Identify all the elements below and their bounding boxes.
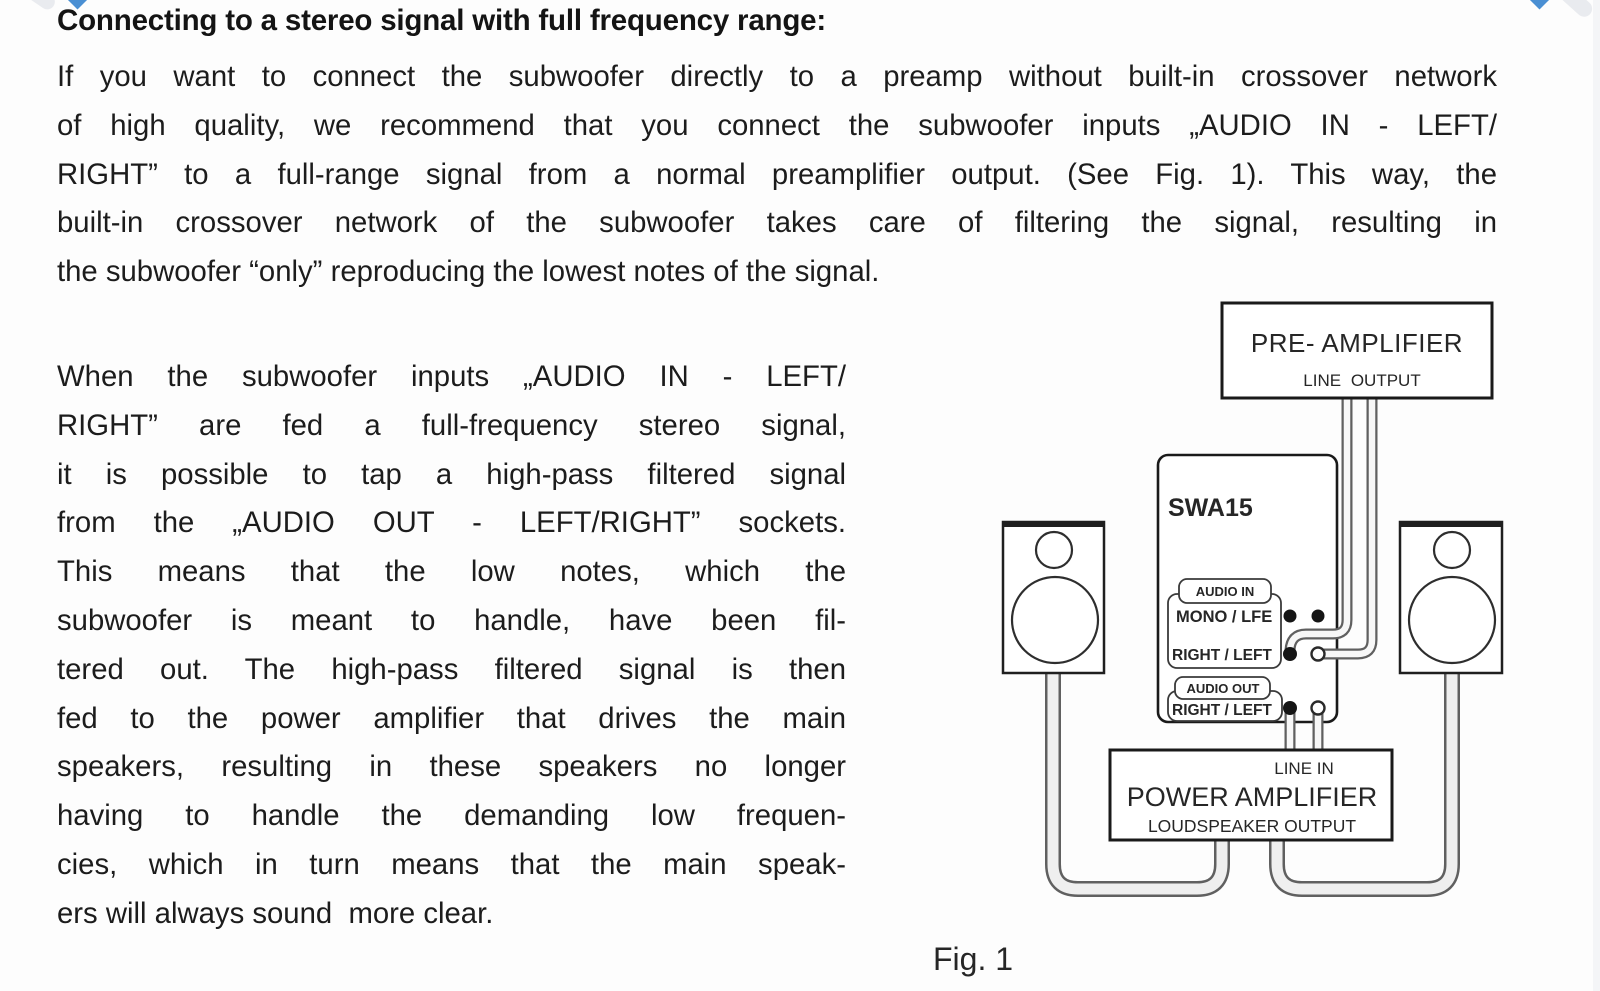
text-line: This means that the low notes, which the (57, 555, 846, 589)
preamp-title-label: PRE- AMPLIFIER (1251, 328, 1463, 358)
text-line: fed to the power amplifier that drives t… (57, 701, 846, 735)
corner-marker-right (1527, 0, 1552, 10)
right-speaker-tweeter-icon (1432, 530, 1472, 570)
power-amp-box: LINE IN POWER AMPLIFIER LOUDSPEAKER OUTP… (1108, 748, 1394, 842)
audio-out-socket-filled (1283, 701, 1297, 715)
cable-right-speaker (1269, 671, 1460, 897)
audio-in-socket-filled (1283, 647, 1297, 661)
text-line: having to handle the demanding low frequ… (57, 799, 846, 833)
text-line: the subwoofer “only” reproducing the low… (57, 255, 880, 289)
right-speaker (1398, 520, 1504, 675)
cable-preamp-left (1284, 399, 1353, 653)
text-line: cies, which in turn means that the main … (57, 847, 846, 881)
connector-dots (1283, 609, 1326, 716)
subwoofer-box: SWA15 AUDIO IN MONO / LFE RIGHT / LEFT A… (1156, 453, 1339, 724)
cables (1045, 399, 1460, 897)
text-line: built-in crossover network of the subwoo… (57, 206, 1497, 240)
audio-out-socket-open (1310, 700, 1326, 716)
text-line: When the subwoofer inputs „AUDIO IN - LE… (57, 360, 846, 393)
audio-out-panel: AUDIO OUT RIGHT / LEFT (1167, 676, 1283, 722)
audio-in-panel: AUDIO IN MONO / LFE RIGHT / LEFT (1167, 578, 1282, 669)
preamp-box: PRE- AMPLIFIER LINE OUTPUT (1220, 301, 1494, 400)
text-line: If you want to connect the subwoofer dir… (57, 60, 1497, 93)
audio-in-socket-open (1310, 646, 1326, 662)
corner-stripe-left (6, 0, 58, 13)
power-amp-linein-label: LINE IN (1274, 759, 1334, 778)
audio-in-mono-label: MONO / LFE (1176, 608, 1272, 626)
cable-left-speaker (1045, 671, 1230, 897)
audio-out-tab-label: AUDIO OUT (1187, 681, 1260, 696)
left-speaker-tweeter-icon (1034, 530, 1074, 570)
audio-in-tab-label: AUDIO IN (1196, 584, 1255, 599)
left-speaker-woofer-icon (1010, 575, 1100, 665)
audio-out-rightleft-label: RIGHT / LEFT (1172, 702, 1272, 719)
text-line: RIGHT” are fed a full-frequency stereo s… (57, 408, 846, 442)
text-line: ers will always sound more clear. (57, 896, 494, 930)
left-speaker (1001, 520, 1106, 675)
page-edge-strip (1593, 0, 1600, 991)
subwoofer-model-label: SWA15 (1168, 494, 1253, 522)
text-line: RIGHT” to a full-range signal from a nor… (57, 157, 1497, 191)
cable-preamp-right (1319, 399, 1378, 660)
text-line: tered out. The high-pass filtered signal… (57, 652, 846, 686)
mono-lfe-socket-left (1283, 609, 1297, 623)
figure-diagram: SWA15 AUDIO IN MONO / LFE RIGHT / LEFT A… (933, 301, 1504, 977)
text-line: from the „AUDIO OUT - LEFT/RIGHT” socket… (57, 506, 846, 540)
mono-lfe-socket-right (1311, 609, 1325, 623)
power-amp-title-label: POWER AMPLIFIER (1127, 782, 1378, 812)
text-line: it is possible to tap a high-pass filter… (57, 457, 846, 491)
right-speaker-woofer-icon (1407, 575, 1497, 665)
preamp-port-label: LINE OUTPUT (1303, 371, 1420, 390)
intro-paragraph: If you want to connect the subwoofer dir… (57, 53, 1497, 297)
figure-caption: Fig. 1 (933, 941, 1013, 977)
text-line: subwoofer is meant to handle, have been … (57, 603, 846, 637)
text-line: of high quality, we recommend that you c… (57, 108, 1497, 142)
page-title: Connecting to a stereo signal with full … (57, 4, 827, 37)
text-line: speakers, resulting in these speakers no… (57, 750, 846, 784)
power-amp-output-label: LOUDSPEAKER OUTPUT (1148, 816, 1356, 836)
audio-in-rightleft-label: RIGHT / LEFT (1172, 647, 1272, 664)
body-paragraph: When the subwoofer inputs „AUDIO IN - LE… (57, 353, 846, 939)
corner-stripe-right (1544, 0, 1596, 21)
